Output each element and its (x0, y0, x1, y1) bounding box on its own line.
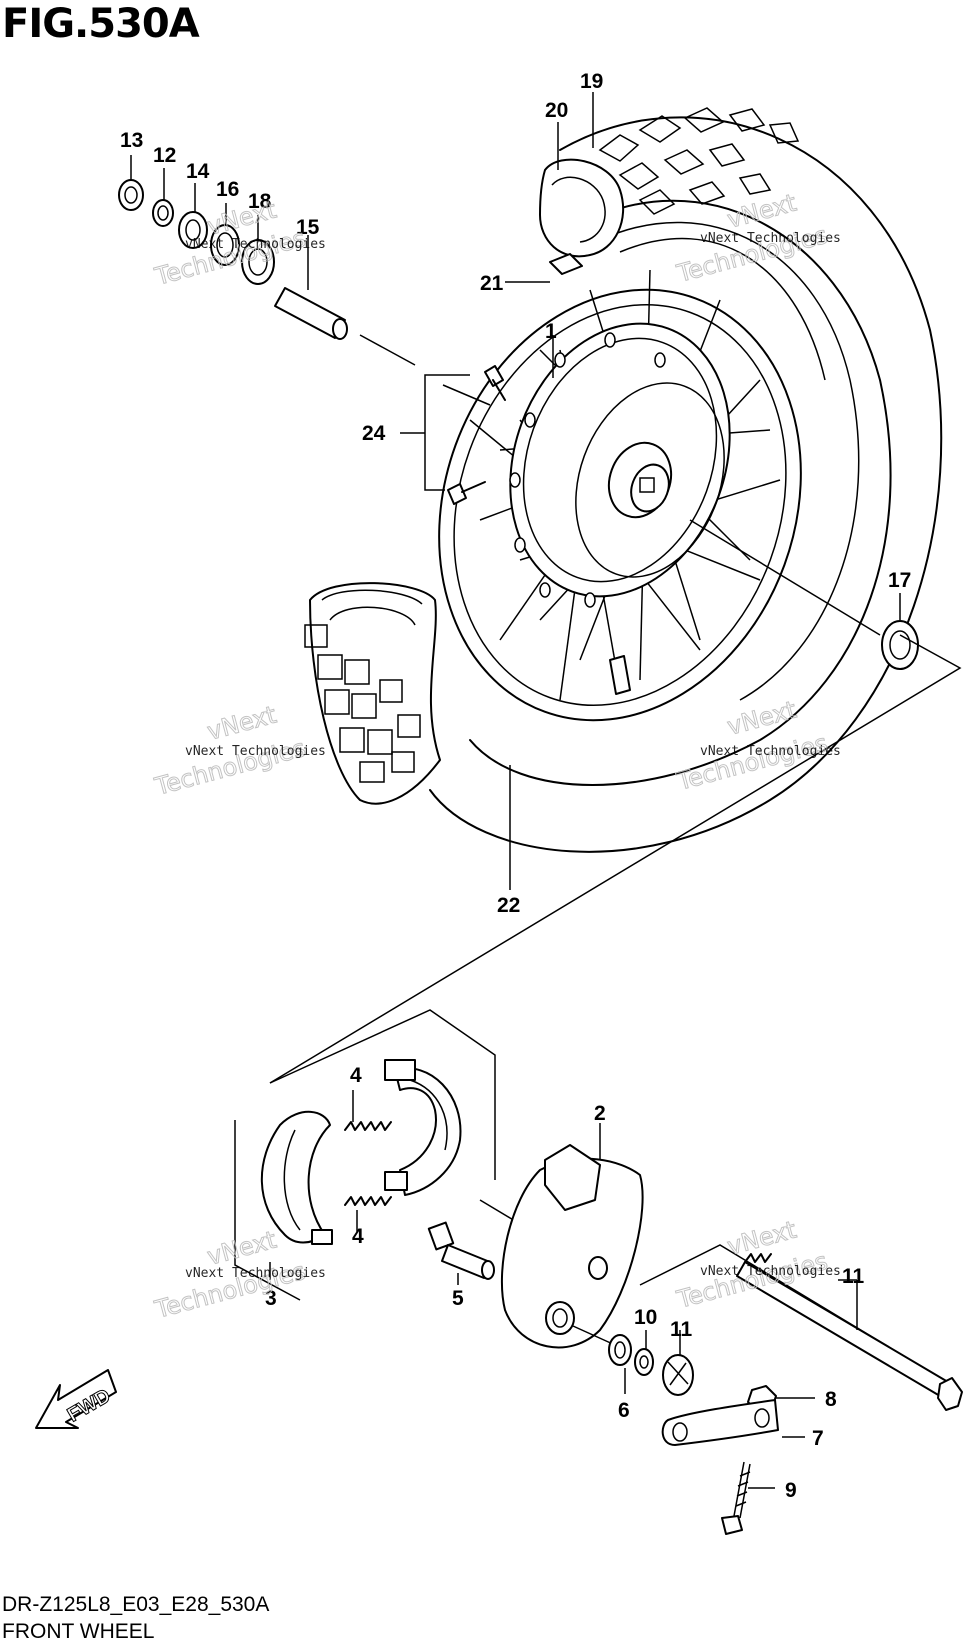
tire (304, 107, 943, 853)
callout-22: 21 (480, 272, 504, 295)
callout-21: 20 (545, 99, 568, 122)
hub (509, 322, 731, 695)
callout-4-upper: 4 (350, 1064, 362, 1087)
collar-15 (178, 211, 208, 249)
washer-13 (152, 199, 174, 227)
spring-4-upper (344, 1121, 392, 1131)
callout-11: 11 (670, 1318, 693, 1341)
callout-2: 2 (594, 1102, 606, 1125)
spring-4-lower (344, 1196, 392, 1206)
watermark-word1: vNext (724, 189, 799, 234)
callout-7: 7 (812, 1427, 824, 1450)
watermarks: vNext Technologies vNext Technologies vN… (151, 188, 841, 1324)
callout-19: 18 (248, 190, 272, 213)
callout-6: 6 (618, 1399, 630, 1422)
watermark-line: vNext Technologies (185, 237, 326, 252)
brake-cam-5 (427, 1221, 495, 1280)
seal-17 (210, 224, 240, 266)
brake-panel (500, 1144, 644, 1349)
callout-3: 3 (265, 1287, 277, 1310)
figure-name: FRONT WHEEL (2, 1620, 155, 1643)
bolt-24-upper (484, 365, 506, 401)
callout-numbers: 13 12 14 16 18 15 19 20 21 1 24 17 22 4 … (120, 70, 911, 1502)
cam-lever-7 (661, 1399, 779, 1446)
figure-title: FIG.530A (2, 1, 200, 47)
watermark-word1: vNext (204, 701, 279, 746)
brake-shoe-left (260, 1110, 333, 1245)
watermark-word2: Technologies (673, 729, 830, 796)
callout-5: 5 (452, 1287, 464, 1310)
callout-24: 24 (362, 422, 386, 445)
watermark-word1: vNext (204, 1226, 279, 1271)
callout-4-lower: 4 (352, 1225, 364, 1248)
callout-13: 12 (153, 144, 176, 167)
axle-12 (736, 1253, 963, 1411)
brake-shoe-right (384, 1059, 462, 1196)
watermark-line: vNext Technologies (700, 1264, 841, 1279)
watermark-word1: vNext (724, 696, 799, 741)
wear-indicator-11 (662, 1354, 694, 1396)
spacer-16 (274, 287, 416, 366)
callout-17: 16 (216, 178, 239, 201)
nut-14 (118, 179, 144, 211)
model-code: DR-Z125L8_E03_E28_530A (2, 1593, 270, 1616)
callout-23: 22 (497, 894, 520, 917)
washer-6 (608, 1334, 632, 1366)
washer-10 (634, 1348, 654, 1376)
leader-lines (130, 92, 901, 1489)
watermark-line: vNext Technologies (185, 744, 326, 759)
callout-12: 11 (842, 1265, 865, 1288)
watermark-line: vNext Technologies (700, 744, 841, 759)
fwd-direction-arrow: FWD (35, 1369, 117, 1429)
bolt-24-lower (447, 481, 486, 505)
callout-1: 1 (545, 320, 557, 343)
bearing-18 (689, 519, 919, 670)
bolt-9 (721, 1461, 751, 1535)
callout-16: 15 (296, 216, 320, 239)
assembly-frame (234, 634, 962, 1391)
callout-9: 9 (785, 1479, 797, 1502)
callout-15: 14 (186, 160, 210, 183)
callout-14: 13 (120, 129, 143, 152)
bracket-24 (400, 374, 491, 491)
callout-20: 19 (580, 70, 603, 93)
callout-8: 8 (825, 1388, 837, 1411)
watermark-line: vNext Technologies (185, 1266, 326, 1281)
watermark-line: vNext Technologies (700, 231, 841, 246)
callout-18: 17 (888, 569, 911, 592)
callout-10: 10 (634, 1306, 657, 1329)
